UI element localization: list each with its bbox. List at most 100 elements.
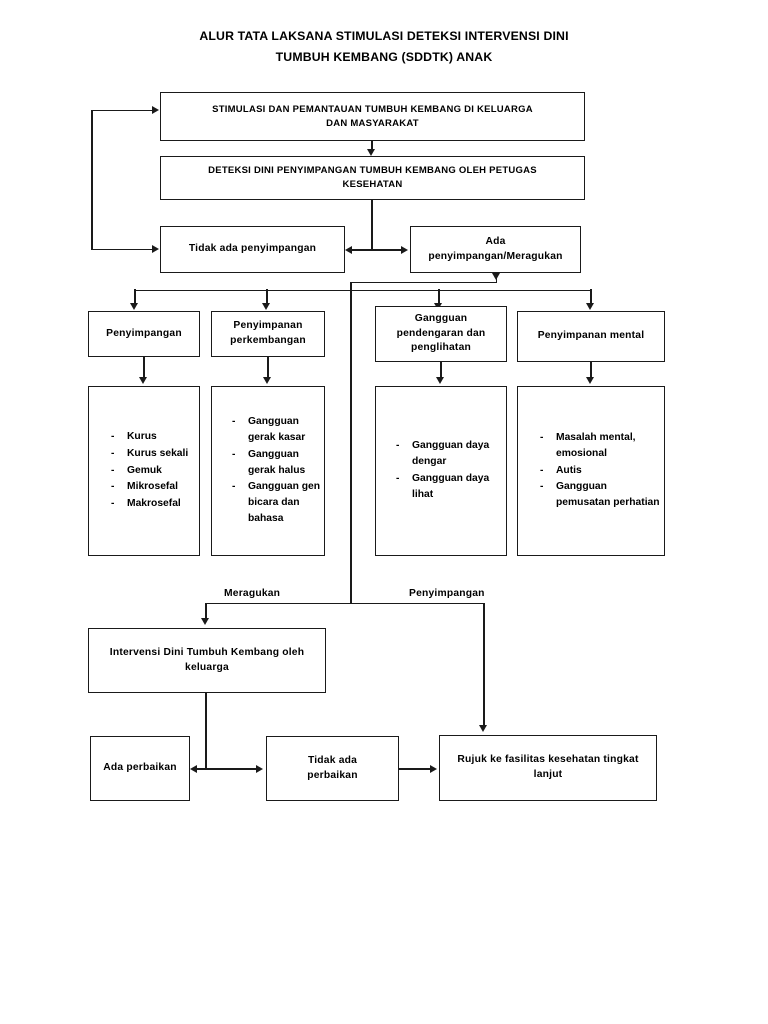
- connector-perbaikan-split-left: [196, 768, 206, 770]
- list-item: Mikrosefal: [97, 479, 199, 495]
- node-tidak-ada-perbaikan-line2: perbaikan: [307, 769, 358, 781]
- list-item: Gangguan pemusatan perhatian: [526, 479, 664, 511]
- arrowhead-ada-penyimpangan-drop: [491, 273, 500, 280]
- detail-box-mental[interactable]: Masalah mental, emosional Autis Gangguan…: [517, 386, 665, 556]
- node-ada-perbaikan[interactable]: Ada perbaikan: [90, 736, 190, 801]
- node-intervensi-line1: Intervensi Dini Tumbuh Kembang oleh: [109, 646, 305, 658]
- detail-list-perkembangan: Gangguan gerak kasar Gangguan gerak halu…: [212, 414, 324, 529]
- node-kategori-mental[interactable]: Penyimpanan mental: [517, 311, 665, 362]
- arrowhead-into-detail-fisik: [139, 377, 148, 384]
- list-item: Kurus: [97, 429, 199, 445]
- connector-split-left: [352, 249, 372, 251]
- detail-box-fisik[interactable]: Kurus Kurus sekali Gemuk Mikrosefal Makr…: [88, 386, 200, 556]
- node-ada-perbaikan-label: Ada perbaikan: [103, 762, 177, 774]
- page-title-line2: TUMBUH KEMBANG (SDDTK) ANAK: [275, 50, 493, 64]
- node-kategori-mental-label: Penyimpanan mental: [537, 330, 645, 342]
- arrowhead-into-tidak-ada-penyimpangan: [345, 245, 352, 254]
- list-item: Makrosefal: [97, 496, 199, 512]
- node-ada-penyimpangan-meragukan[interactable]: Ada penyimpangan/Meragukan: [410, 226, 581, 273]
- arrowhead-into-detail-mental: [586, 377, 595, 384]
- connector-drop-pendengaran: [438, 289, 440, 305]
- arrowhead-into-kat-penyimpangan: [130, 303, 139, 310]
- arrowhead-into-detail-perkembangan: [263, 377, 272, 384]
- node-tidak-ada-penyimpangan-label: Tidak ada penyimpangan: [188, 243, 317, 255]
- page-title-line1: ALUR TATA LAKSANA STIMULASI DETEKSI INTE…: [199, 29, 569, 43]
- feedback-loop-riser: [91, 110, 93, 250]
- arrowhead-into-rujuk-horizontal: [430, 764, 437, 773]
- node-ada-penyimpangan-line2: penyimpangan/Meragukan: [428, 250, 563, 262]
- connector-drop-perkembangan: [266, 289, 268, 305]
- connector-tidak-perbaikan-to-rujuk: [399, 768, 432, 770]
- node-rujuk-fasilitas[interactable]: Rujuk ke fasilitas kesehatan tingkat lan…: [439, 735, 657, 801]
- node-tidak-ada-perbaikan[interactable]: Tidak ada perbaikan: [266, 736, 399, 801]
- node-rujuk-line2: lanjut: [533, 769, 563, 780]
- arrowhead-into-tidak-ada-perbaikan: [256, 764, 263, 773]
- node-tidak-ada-perbaikan-line1: Tidak ada: [307, 754, 358, 766]
- list-item: Gangguan gerak kasar: [218, 414, 324, 446]
- arrowhead-into-rujuk: [479, 725, 488, 732]
- node-stimulasi-pemantauan[interactable]: STIMULASI DAN PEMANTAUAN TUMBUH KEMBANG …: [160, 92, 585, 141]
- node-kategori-pendengaran-line2: pendengaran dan: [396, 327, 486, 339]
- node-kategori-perkembangan[interactable]: Penyimpanan perkembangan: [211, 311, 325, 357]
- connector-split-right: [371, 249, 402, 251]
- list-item: Masalah mental, emosional: [526, 430, 664, 462]
- arrowhead-into-ada-penyimpangan: [401, 245, 408, 254]
- page-title: ALUR TATA LAKSANA STIMULASI DETEKSI INTE…: [104, 26, 664, 68]
- arrowhead-into-tidak-ada-penyimpangan-loop: [152, 245, 159, 254]
- node-intervensi-line2: keluarga: [185, 661, 229, 673]
- node-intervensi-dini[interactable]: Intervensi Dini Tumbuh Kembang oleh kelu…: [88, 628, 326, 693]
- node-stimulasi-line1: STIMULASI DAN PEMANTAUAN TUMBUH KEMBANG …: [212, 103, 533, 115]
- connector-distributor-bar: [134, 289, 592, 292]
- detail-list-fisik: Kurus Kurus sekali Gemuk Mikrosefal Makr…: [89, 429, 199, 514]
- connector-bus-elbow-top: [350, 281, 496, 284]
- arrowhead-into-detail-sensorik: [436, 377, 445, 384]
- connector-penyimpangan-to-detail: [143, 357, 145, 379]
- connector-lower-split-bar: [205, 602, 484, 605]
- list-item: Gangguan gerak halus: [218, 447, 324, 479]
- arrowhead-into-intervensi: [201, 618, 210, 625]
- node-deteksi-line1: DETEKSI DINI PENYIMPANGAN TUMBUH KEMBANG…: [208, 165, 537, 177]
- connector-drop-mental: [590, 289, 592, 305]
- node-kategori-penyimpangan-label: Penyimpangan: [106, 327, 182, 339]
- detail-box-perkembangan[interactable]: Gangguan gerak kasar Gangguan gerak halu…: [211, 386, 325, 556]
- node-kategori-perkembangan-line1: Penyimpanan: [233, 320, 303, 332]
- detail-box-sensorik[interactable]: Gangguan daya dengar Gangguan daya lihat: [375, 386, 507, 556]
- list-item: Kurus sekali: [97, 446, 199, 462]
- node-kategori-pendengaran-line1: Gangguan: [414, 312, 468, 324]
- node-kategori-pendengaran-line3: penglihatan: [411, 342, 471, 354]
- connector-penyimpangan-leg: [483, 602, 485, 728]
- feedback-loop-top: [91, 109, 153, 112]
- detail-list-sensorik: Gangguan daya dengar Gangguan daya lihat: [376, 438, 506, 504]
- connector-meragukan-leg: [205, 602, 207, 621]
- node-deteksi-dini[interactable]: DETEKSI DINI PENYIMPANGAN TUMBUH KEMBANG…: [160, 156, 585, 200]
- node-kategori-pendengaran-penglihatan[interactable]: Gangguan pendengaran dan penglihatan: [375, 306, 507, 362]
- node-deteksi-line2: KESEHATAN: [342, 179, 403, 190]
- feedback-loop-bottom: [91, 248, 153, 251]
- list-item: Gangguan gen bicara dan bahasa: [218, 479, 324, 527]
- connector-perbaikan-split-right: [205, 768, 257, 770]
- node-tidak-ada-penyimpangan[interactable]: Tidak ada penyimpangan: [160, 226, 345, 273]
- list-item: Gangguan daya lihat: [382, 471, 506, 503]
- node-ada-penyimpangan-line1: Ada: [485, 235, 506, 247]
- list-item: Gemuk: [97, 463, 199, 479]
- connector-main-spine: [350, 281, 353, 604]
- connector-perkembangan-to-detail: [267, 357, 269, 379]
- list-item: Gangguan daya dengar: [382, 438, 506, 470]
- edge-label-penyimpangan: Penyimpangan: [409, 588, 485, 599]
- connector-stimulasi-to-deteksi: [371, 141, 373, 151]
- node-kategori-penyimpangan[interactable]: Penyimpangan: [88, 311, 200, 357]
- connector-mental-to-detail: [590, 362, 592, 379]
- edge-label-meragukan: Meragukan: [224, 588, 281, 599]
- arrowhead-into-stimulasi: [152, 105, 159, 114]
- connector-intervensi-drop: [205, 693, 207, 769]
- arrowhead-into-deteksi: [367, 149, 376, 156]
- connector-drop-penyimpangan: [134, 289, 136, 305]
- arrowhead-into-kat-mental: [586, 303, 595, 310]
- arrowhead-into-ada-perbaikan: [190, 764, 197, 773]
- list-item: Autis: [526, 463, 664, 479]
- node-stimulasi-line2: DAN MASYARAKAT: [326, 117, 419, 129]
- connector-pendengaran-to-detail: [440, 362, 442, 379]
- node-kategori-perkembangan-line2: perkembangan: [230, 335, 306, 346]
- detail-list-mental: Masalah mental, emosional Autis Gangguan…: [518, 430, 664, 513]
